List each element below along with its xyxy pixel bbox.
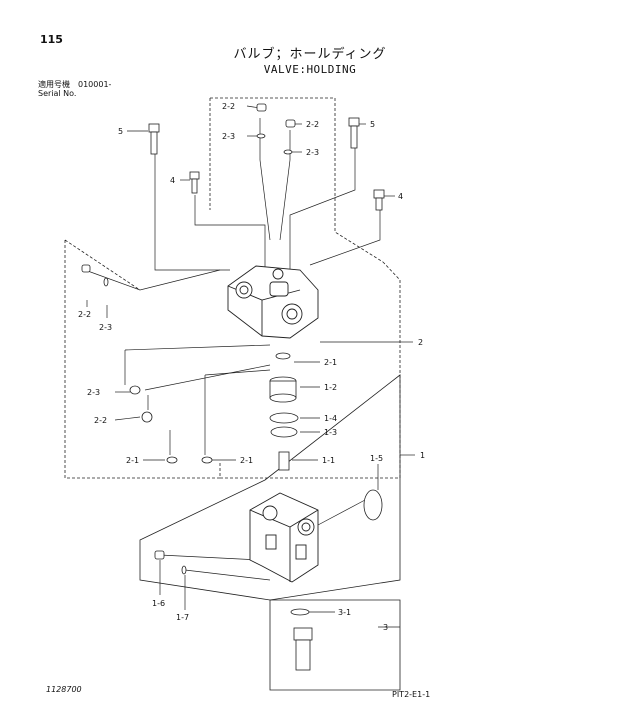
callout-label: 2-2 — [306, 120, 319, 129]
plug-2-2-lower — [141, 411, 153, 423]
callout-label: 2-1 — [324, 358, 337, 367]
plug-2-2-left — [81, 264, 91, 273]
drawing-number: 1128700 — [46, 685, 82, 694]
callout-labels: 2-2 2-2 2-3 2-3 5 5 4 4 2-2 2-3 2 2-1 2-… — [78, 102, 425, 632]
callout-label: 1-4 — [324, 414, 337, 423]
piston-1-2-bottom — [269, 393, 297, 403]
valve-3-body — [295, 639, 311, 671]
group-boundaries — [64, 97, 401, 691]
title-japanese: バルブ；ホールディング — [233, 47, 387, 62]
callout-label: 5 — [118, 127, 123, 136]
o-ring-2-1-lower-right — [201, 456, 213, 464]
o-ring-1-7 — [181, 565, 187, 575]
o-ring-2-3-lower — [129, 385, 141, 395]
o-ring-1-5 — [363, 489, 383, 521]
o-ring-2-1-lower-left — [166, 456, 178, 464]
callout-label: 3 — [383, 623, 388, 632]
snap-ring-1-4 — [269, 412, 299, 424]
callout-label: 2 — [418, 338, 423, 347]
callout-label: 1-5 — [370, 454, 383, 463]
bolt-4-left-head — [189, 171, 200, 180]
o-ring-2-1-center — [275, 352, 291, 360]
callout-label: 1-1 — [322, 456, 335, 465]
bolt-5-right-head — [348, 117, 360, 127]
callout-label: 3-1 — [338, 608, 351, 617]
page-number: 115 — [40, 33, 63, 46]
callout-label: 2-3 — [87, 388, 100, 397]
callout-label: 1-2 — [324, 383, 337, 392]
plug-2-2-top — [256, 103, 267, 112]
callout-label: 4 — [398, 192, 403, 201]
callout-label: 2-2 — [94, 416, 107, 425]
o-ring-2-3-right — [283, 149, 293, 155]
callout-label: 2-3 — [306, 148, 319, 157]
callout-label: 2-3 — [222, 132, 235, 141]
o-ring-2-3-top — [256, 133, 266, 139]
valve-body-1 — [249, 492, 319, 583]
serial-label-english: Serial No. — [38, 89, 77, 98]
bolt-5-left-shank — [150, 131, 158, 155]
valve-body-2 — [227, 265, 319, 339]
plug-1-6 — [154, 550, 165, 560]
callout-label: 5 — [370, 120, 375, 129]
callout-label: 1-6 — [152, 599, 165, 608]
callout-label: 4 — [170, 176, 175, 185]
bolt-4-left-shank — [191, 178, 198, 194]
bolt-5-left-head — [148, 123, 160, 133]
valve-3-hex — [293, 627, 313, 641]
plug-2-2-right — [285, 119, 296, 128]
bolt-5-right-shank — [350, 125, 358, 149]
spring-1-1 — [278, 451, 290, 471]
bolt-4-right-head — [373, 189, 385, 199]
callout-label: 2-1 — [126, 456, 139, 465]
serial-label-japanese: 適用号機 010001- — [38, 80, 112, 89]
bolt-4-right-shank — [375, 197, 383, 211]
title-english: VALVE:HOLDING — [263, 63, 357, 76]
o-ring-1-3 — [270, 426, 298, 438]
leader-lines — [84, 105, 415, 628]
callout-label: 2-2 — [78, 310, 91, 319]
callout-label: 2-3 — [99, 323, 112, 332]
callout-label: 2-2 — [222, 102, 235, 111]
small-parts — [81, 103, 385, 671]
o-ring-2-3-left — [103, 277, 109, 287]
callout-label: 1-7 — [176, 613, 189, 622]
callout-label: 1-3 — [324, 428, 337, 437]
reference-code: PIT2-E1-1 — [392, 690, 431, 699]
callout-label: 2-1 — [240, 456, 253, 465]
o-ring-3-1 — [290, 608, 310, 616]
callout-label: 1 — [420, 451, 425, 460]
